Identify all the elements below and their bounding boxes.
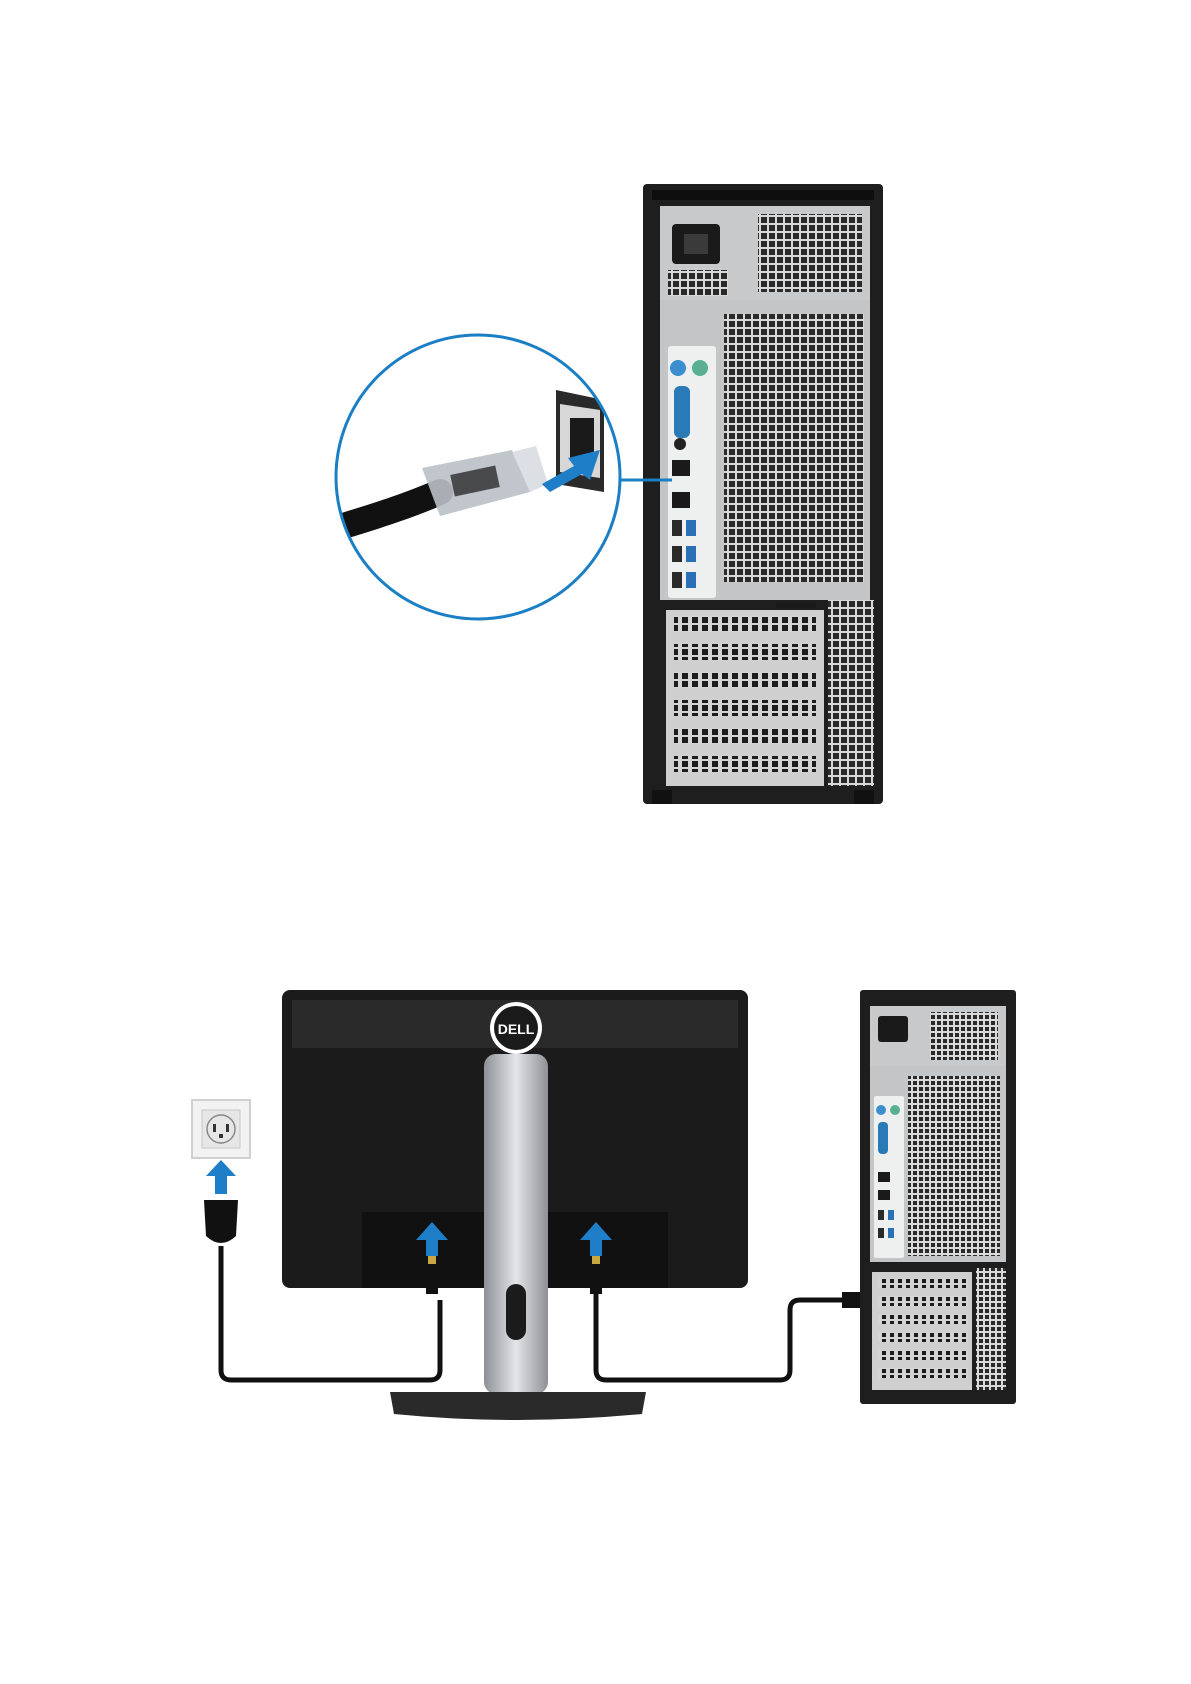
monitor-rear: DELL <box>282 990 748 1420</box>
dell-logo: DELL <box>490 1002 542 1054</box>
tower-computer-rear <box>643 184 883 804</box>
tower-computer-rear <box>860 990 1016 1404</box>
monitor-base <box>390 1392 646 1420</box>
monitor-stand <box>484 1054 548 1394</box>
monitor-connection-figure: DELL <box>0 960 1191 1440</box>
ethernet-port <box>672 460 690 476</box>
wall-outlet <box>192 1100 250 1158</box>
monitor-connection-illustration: DELL <box>0 960 1191 1440</box>
network-connection-figure <box>0 0 1191 820</box>
zoom-callout <box>330 335 620 619</box>
network-connection-illustration <box>0 0 1191 820</box>
blue-arrow <box>206 1160 236 1194</box>
svg-text:DELL: DELL <box>498 1021 535 1037</box>
